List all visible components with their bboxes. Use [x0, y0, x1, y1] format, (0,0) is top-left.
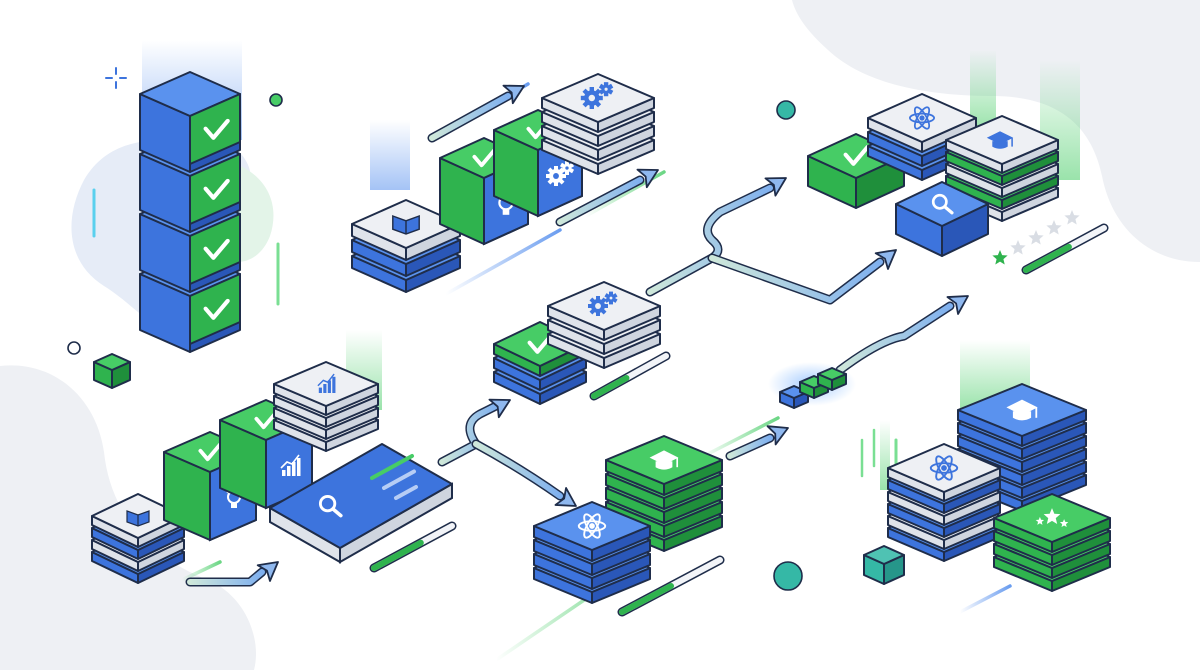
- arrow-to-small-blocks: [725, 425, 789, 461]
- trail-line-3: [444, 228, 562, 296]
- bottom-right-atom-stack: [887, 443, 1001, 562]
- progress-bar-top-right: [1021, 223, 1109, 275]
- cap-stack: [605, 435, 723, 552]
- check-icon: [527, 332, 554, 354]
- arrow-top-upper: [427, 84, 525, 143]
- arrow-to-right-cluster: [835, 295, 969, 375]
- check-icon: [203, 238, 230, 260]
- rating-star-5: [1064, 210, 1080, 225]
- search-result-line-3: [394, 485, 418, 500]
- arrow-to-top-right-upper: [645, 177, 787, 297]
- rating-star-2: [1010, 240, 1026, 255]
- progress-bar-bottom-mid: [617, 555, 725, 617]
- cap-stack-plate-1: [605, 435, 723, 496]
- check-icon: [472, 147, 497, 168]
- book-icon: [392, 214, 420, 235]
- small-cube-bottom-right: [863, 545, 905, 585]
- bottom-chart-stack-plate-1: [273, 361, 379, 416]
- blob-bottom-left: [0, 365, 257, 670]
- blob-top-right: [792, 0, 1200, 262]
- progress-bar-mid: [589, 351, 671, 401]
- rating-stars: [992, 210, 1080, 265]
- arrow-top-lower: [555, 168, 659, 227]
- check-icon: [203, 118, 230, 140]
- connector-block-3: [817, 367, 847, 391]
- bar-chart-icon: [280, 454, 301, 476]
- top-right-cap-stack: [945, 115, 1059, 222]
- search-result-line-2: [382, 469, 416, 490]
- book-stack: [351, 199, 461, 293]
- graduation-cap-icon: [649, 450, 679, 470]
- check-icon: [254, 409, 279, 430]
- top-right-search-block: [895, 181, 989, 257]
- magnifier-icon: [931, 193, 954, 215]
- arrow-bottom-left: [185, 561, 279, 587]
- magnifier-icon: [318, 494, 343, 518]
- light-beam-7: [880, 420, 890, 490]
- flow-arrows: [185, 84, 969, 587]
- check-icon: [203, 298, 230, 320]
- book-icon: [126, 510, 150, 527]
- atom-stack-plate-1: [533, 501, 651, 562]
- bottom-right-stars-stack: [993, 493, 1111, 592]
- check-icon: [198, 441, 223, 462]
- arrow-down-to-atom-stack: [471, 439, 577, 507]
- bar-chart-icon: [317, 373, 336, 393]
- gear-plate-stack: [541, 73, 655, 175]
- graduation-cap-icon: [986, 131, 1014, 149]
- deco-dot-4: [773, 561, 803, 591]
- gear-icon: [580, 82, 614, 109]
- deco-dot-3: [67, 341, 81, 355]
- progress-bar-bottom-left: [369, 521, 457, 573]
- rating-star-1: [992, 250, 1008, 265]
- trail-line-7: [180, 560, 222, 582]
- trail-line-5: [698, 416, 780, 460]
- search-result-line-1: [370, 454, 414, 480]
- gear-icon: [588, 291, 618, 316]
- small-cube-left: [93, 353, 131, 389]
- light-beam-6: [370, 120, 410, 190]
- gears-icon: [546, 161, 575, 186]
- deco-dot-1: [269, 93, 283, 107]
- decorations: [67, 67, 1109, 617]
- stars-icon: [1035, 508, 1069, 528]
- atom-icon: [577, 513, 607, 539]
- rating-star-3: [1028, 230, 1044, 245]
- bottom-chart-stack: [273, 361, 379, 452]
- atom-stack: [533, 501, 651, 604]
- arrow-to-top-right-lower: [707, 249, 897, 305]
- atom-icon: [909, 106, 935, 130]
- deco-dot-2: [776, 100, 796, 120]
- search-panel: [269, 443, 453, 564]
- rating-star-4: [1046, 220, 1062, 235]
- tower-cube-1: [139, 71, 241, 173]
- sparkle-icon: [105, 67, 127, 89]
- atom-icon: [929, 455, 959, 481]
- check-icon: [203, 178, 230, 200]
- check-tower: [139, 71, 241, 353]
- bottom-book-stack: [91, 493, 185, 584]
- check-icon: [843, 144, 870, 166]
- arrow-into-mid-stack: [437, 398, 511, 467]
- isometric-blocks: [91, 71, 1111, 604]
- trail-line-6: [958, 584, 1012, 614]
